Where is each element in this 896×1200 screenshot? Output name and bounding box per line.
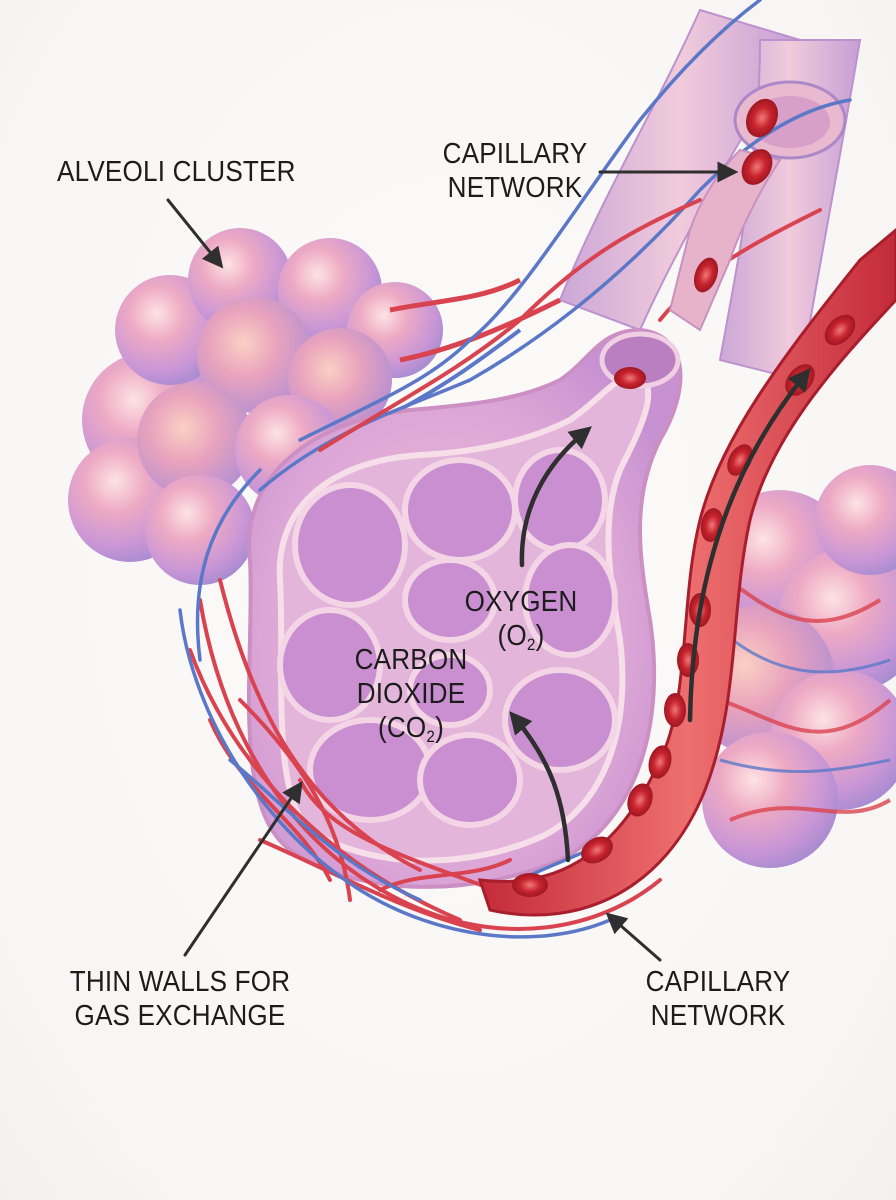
thin-walls-line1: THIN WALLS FOR [69, 966, 291, 998]
capillary-bottom-line1: CAPILLARY [645, 966, 791, 998]
co2-formula-close: ) [435, 712, 444, 744]
capillary-mesh [178, 0, 852, 939]
oxygen-formula-open: (O [497, 620, 527, 652]
alveoli-cluster-pointer-arrow [166, 198, 224, 269]
thin-walls-pointer-arrow [183, 781, 303, 957]
oxygen-formula: (O2) [454, 619, 589, 653]
co2-formula-sub: 2 [426, 727, 436, 746]
capillary-top-line1: CAPILLARY [442, 138, 588, 170]
capillary-network-bottom-label: CAPILLARY NETWORK [628, 965, 808, 1033]
carbon-dioxide-label: CARBON DIOXIDE (CO2) [353, 643, 470, 745]
oxygen-flow-arrow [519, 426, 592, 568]
thin-walls-label: THIN WALLS FOR GAS EXCHANGE [54, 965, 306, 1033]
carbon-text: CARBON [354, 644, 468, 676]
bloodflow-arrow [687, 368, 811, 723]
oxygen-text: OXYGEN [464, 586, 578, 618]
co2-formula-open: (CO [378, 712, 427, 744]
oxygen-formula-close: ) [535, 620, 545, 652]
co2-flow-arrow [509, 711, 571, 863]
alveoli-cluster-text: ALVEOLI CLUSTER [57, 156, 296, 188]
alveolar-sac [246, 327, 683, 889]
oxygen-label: OXYGEN (O2) [454, 585, 589, 653]
pointer-arrows [166, 161, 811, 962]
alveoli-cluster-label: ALVEOLI CLUSTER [57, 155, 296, 189]
capillary-network-top-label: CAPILLARY NETWORK [425, 137, 605, 205]
oxygen-formula-sub: 2 [526, 635, 536, 654]
dioxide-text: DIOXIDE [356, 678, 466, 710]
left-alveoli-cluster [68, 228, 562, 585]
capillary-bottom-pointer-arrow [605, 912, 662, 962]
capillary-top-line2: NETWORK [447, 172, 583, 204]
top-capillary [614, 98, 782, 389]
capillary-bottom-line2: NETWORK [650, 1000, 786, 1032]
thin-walls-line2: GAS EXCHANGE [74, 1000, 286, 1032]
co2-formula: (CO2) [353, 711, 470, 745]
